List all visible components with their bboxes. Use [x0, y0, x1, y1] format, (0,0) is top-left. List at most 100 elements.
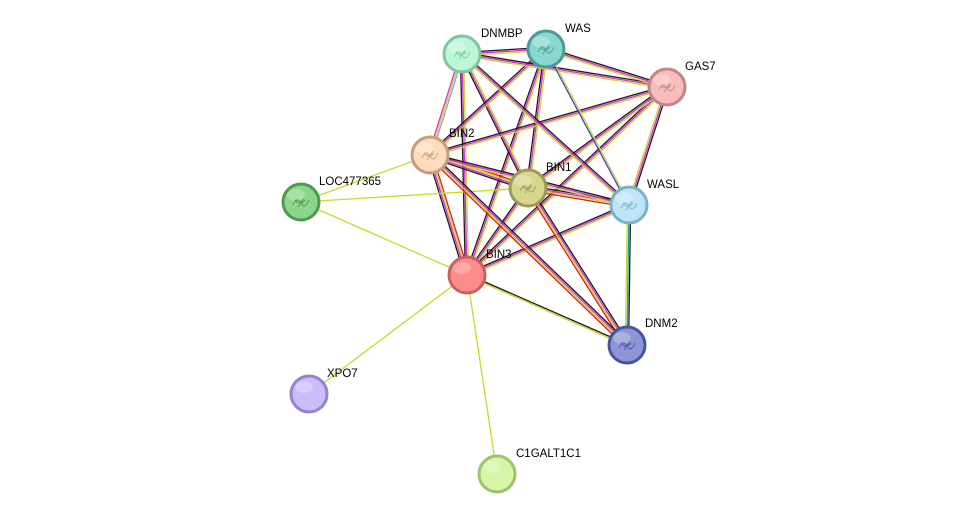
edge-bin2-dnm2[interactable]: [427, 152, 630, 348]
edge-bin1-loc477365[interactable]: [300, 187, 529, 203]
node-label: DNM2: [645, 318, 678, 330]
edge-evidence-line: [308, 274, 468, 395]
node-dnmbp[interactable]: DNMBP: [442, 28, 523, 74]
protein-structure-icon: [292, 197, 310, 208]
node-label: XPO7: [327, 368, 358, 380]
node-shine: [653, 74, 671, 86]
edge-wasl-dnm2[interactable]: [624, 204, 632, 346]
node-bin1[interactable]: BIN1: [508, 162, 572, 208]
edge-evidence-line: [464, 48, 546, 275]
edge-evidence-line: [624, 204, 629, 345]
node-shine: [532, 36, 550, 48]
edge-evidence-line: [544, 49, 629, 206]
node-circle: [447, 255, 487, 295]
node-circle: [289, 374, 329, 414]
edge-evidence-line: [527, 86, 668, 189]
edge-evidence-line: [466, 204, 630, 276]
node-shine: [448, 41, 466, 53]
edge-dnmbp-gas7[interactable]: [461, 51, 668, 90]
edge-evidence-line: [430, 87, 668, 158]
edge-evidence-line: [628, 86, 668, 206]
node-wasl[interactable]: WASL: [609, 179, 680, 225]
edge-bin3-dnm2[interactable]: [466, 273, 628, 347]
edge-bin3-bin2[interactable]: [427, 154, 470, 276]
edge-dnmbp-wasl[interactable]: [460, 52, 631, 207]
node-c1galt1c1[interactable]: C1GALT1C1: [477, 448, 581, 494]
edge-bin3-loc477365[interactable]: [300, 201, 468, 276]
node-shine: [295, 381, 313, 393]
edge-bin2-gas7[interactable]: [429, 84, 668, 158]
protein-structure-icon: [537, 44, 555, 55]
node-label: BIN3: [486, 249, 512, 261]
edge-evidence-line: [528, 87, 669, 190]
edge-evidence-line: [467, 273, 628, 345]
edge-evidence-line: [545, 49, 667, 90]
node-shine: [416, 142, 434, 154]
node-shine: [615, 192, 633, 204]
edge-evidence-line: [430, 154, 469, 275]
node-bin2[interactable]: BIN2: [410, 128, 475, 175]
node-was[interactable]: WAS: [526, 23, 591, 69]
edge-evidence-line: [427, 155, 466, 276]
node-shine: [613, 332, 631, 344]
edge-evidence-line: [300, 201, 468, 276]
edge-evidence-line: [300, 187, 529, 203]
edge-evidence-line: [459, 54, 528, 189]
node-dnm2[interactable]: DNM2: [607, 318, 678, 365]
edge-bin1-gas7[interactable]: [526, 85, 669, 190]
edge-evidence-line: [466, 86, 668, 276]
edge-bin1-dnm2[interactable]: [525, 186, 630, 347]
node-label: BIN2: [449, 128, 475, 140]
edge-evidence-line: [467, 49, 549, 276]
protein-structure-icon: [620, 200, 638, 211]
edge-evidence-line: [626, 86, 667, 205]
node-shine: [287, 189, 305, 201]
edge-evidence-line: [429, 84, 667, 155]
protein-structure-icon: [421, 150, 439, 161]
edge-evidence-line: [465, 85, 667, 275]
node-shine: [483, 461, 501, 473]
edge-evidence-line: [431, 152, 630, 344]
edge-evidence-line: [430, 49, 548, 157]
edge-bin3-was[interactable]: [464, 48, 549, 276]
protein-structure-icon: [658, 82, 676, 93]
edge-evidence-line: [529, 186, 630, 345]
edge-bin2-loc477365[interactable]: [300, 154, 431, 203]
edge-bin3-gas7[interactable]: [465, 85, 669, 277]
node-label: DNMBP: [481, 28, 523, 40]
edge-evidence-line: [462, 53, 531, 188]
edge-evidence-line: [629, 87, 670, 206]
node-label: WAS: [565, 23, 591, 35]
edge-evidence-line: [431, 154, 470, 275]
edge-was-wasl[interactable]: [544, 48, 631, 206]
edge-was-gas7[interactable]: [545, 46, 668, 90]
edge-evidence-line: [528, 49, 549, 189]
protein-structure-icon: [519, 183, 537, 194]
protein-structure-icon: [453, 49, 471, 60]
edge-evidence-line: [430, 153, 629, 345]
edge-evidence-line: [525, 188, 626, 347]
edge-evidence-line: [467, 87, 669, 277]
edge-bin1-dnmbp[interactable]: [459, 53, 531, 189]
edge-evidence-line: [526, 188, 627, 346]
node-label: GAS7: [685, 61, 716, 73]
edge-bin3-wasl[interactable]: [466, 202, 630, 278]
node-loc477365[interactable]: LOC477365: [281, 176, 381, 222]
edge-gas7-wasl[interactable]: [626, 86, 670, 206]
node-bin3[interactable]: BIN3: [447, 249, 512, 295]
edge-evidence-line: [461, 53, 630, 206]
edge-evidence-line: [466, 48, 547, 276]
node-circle: [477, 454, 517, 494]
edge-evidence-line: [545, 48, 668, 88]
edge-bin3-c1galt1c1[interactable]: [466, 274, 498, 475]
edge-bin3-xpo7[interactable]: [308, 274, 468, 395]
edge-evidence-line: [466, 202, 629, 275]
edge-evidence-line: [466, 274, 498, 475]
edge-evidence-line: [626, 204, 630, 346]
node-label: WASL: [647, 179, 680, 191]
node-xpo7[interactable]: XPO7: [289, 368, 358, 414]
node-gas7[interactable]: GAS7: [647, 61, 716, 107]
edge-evidence-line: [528, 187, 629, 345]
edge-evidence-line: [300, 154, 431, 203]
